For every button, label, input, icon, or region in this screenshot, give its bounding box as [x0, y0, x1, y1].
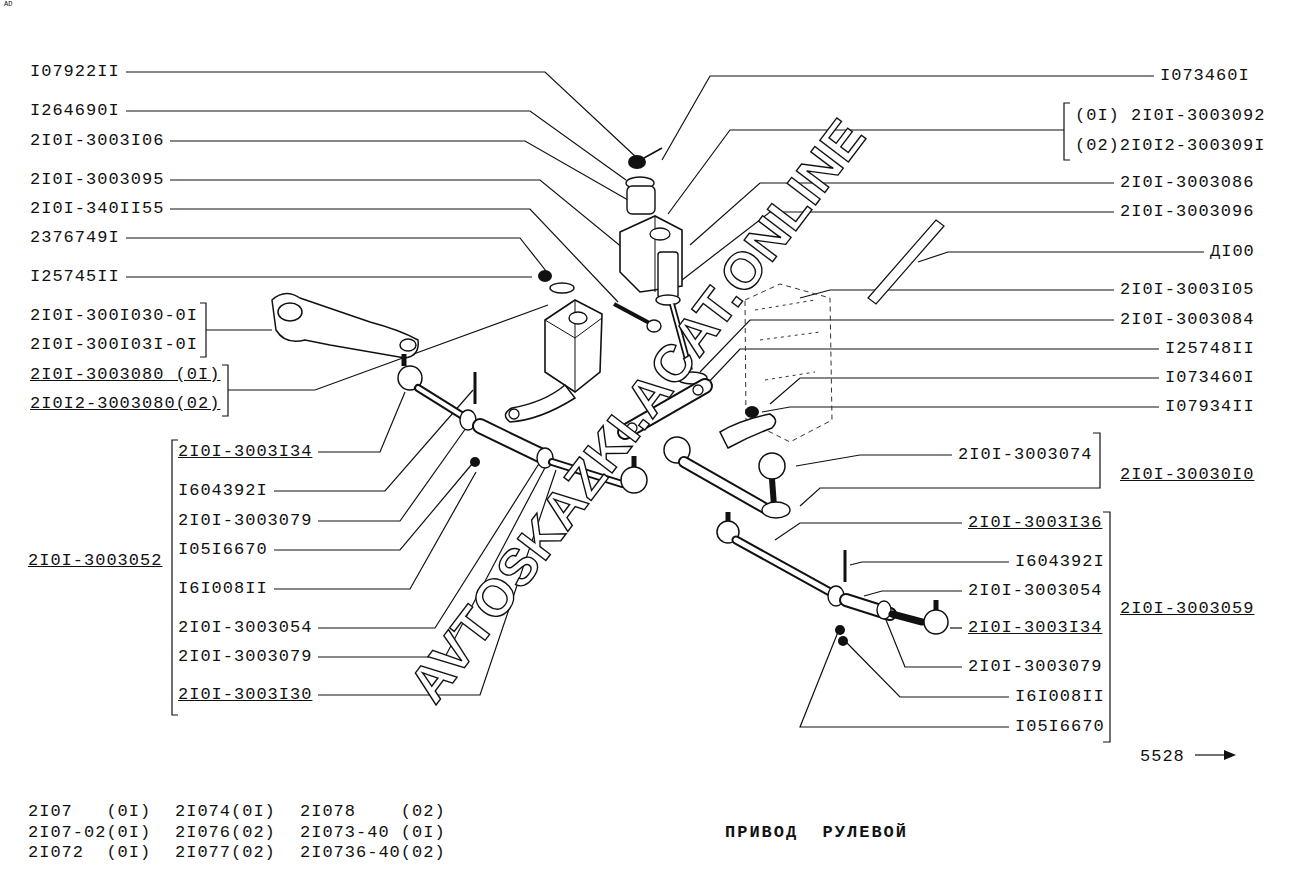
part-number: 2I0I-3003095	[30, 169, 164, 191]
model-code: 2I078 (02)	[300, 801, 446, 823]
part-number: 2I0I-3003054	[178, 617, 312, 639]
part-number: ДI00	[1210, 241, 1255, 263]
part-number: (0I) 2I0I-3003092	[1075, 105, 1265, 127]
model-code: 2I077(02)	[175, 842, 276, 864]
part-number: 2I0I-3003I05	[1120, 279, 1254, 301]
part-number: 2I0I-3003I06	[30, 130, 164, 152]
model-code: 2I074(0I)	[175, 801, 276, 823]
part-number: I25748II	[1165, 338, 1255, 360]
part-number: 2I0I-3003052	[28, 550, 162, 572]
part-number: 2I0I-3003084	[1120, 309, 1254, 331]
part-number: 2I0I-3003079	[968, 656, 1102, 678]
model-code: 2I076(02)	[175, 822, 276, 844]
part-number: I264690I	[30, 100, 120, 122]
part-number: I07922II	[30, 61, 120, 83]
part-number: I05I6670	[1015, 716, 1105, 738]
model-code: 2I072 (0I)	[28, 842, 151, 864]
part-number: I05I6670	[178, 539, 268, 561]
part-number: I07934II	[1165, 396, 1255, 418]
part-number: 2I0I-3003096	[1120, 201, 1254, 223]
part-number: 2I0I-3003079	[178, 646, 312, 668]
model-code: 2I0736-40(02)	[300, 842, 446, 864]
part-number: 2I0I-3003I30	[178, 684, 312, 706]
part-number: 2I0I2-3003080(02)	[30, 393, 220, 415]
part-number: 2I0I-3003074	[958, 444, 1092, 466]
part-number: AD	[4, 0, 12, 8]
part-number: I073460I	[1160, 65, 1250, 87]
model-code: 2I073-40 (0I)	[300, 822, 446, 844]
part-number: 2I0I-3003I36	[968, 512, 1102, 534]
part-number: 2I0I-3003I34	[968, 617, 1102, 639]
model-code: 2I07 (0I)	[28, 801, 151, 823]
part-number: 5528	[1140, 746, 1185, 768]
part-number: 2I0I-30030I0	[1120, 464, 1254, 486]
part-number: (02)2I0I2-300309I	[1075, 135, 1265, 157]
part-number: 2376749I	[30, 227, 120, 249]
part-number: 2I0I-3003079	[178, 510, 312, 532]
part-number: I604392I	[178, 480, 268, 502]
part-number: I6I008II	[1015, 686, 1105, 708]
part-number: 2I0I-3003059	[1120, 598, 1254, 620]
part-number: 2I0I-3003I34	[178, 441, 312, 463]
model-code: 2I07-02(0I)	[28, 822, 151, 844]
part-number: I6I008II	[178, 578, 268, 600]
caption: ПРИВОД РУЛЕВОЙ	[725, 822, 908, 844]
part-number: 2I0I-300I03I-0I	[30, 334, 198, 356]
part-number: 2I0I-3003054	[968, 580, 1102, 602]
part-number: 2I0I-3003086	[1120, 172, 1254, 194]
part-number: 2I0I-340II55	[30, 198, 164, 220]
part-number: I073460I	[1165, 367, 1255, 389]
part-number: 2I0I-3003080 (0I)	[30, 364, 220, 386]
part-number: I604392I	[1015, 551, 1105, 573]
part-number: 2I0I-300I030-0I	[30, 305, 198, 327]
part-number: I25745II	[30, 266, 120, 288]
